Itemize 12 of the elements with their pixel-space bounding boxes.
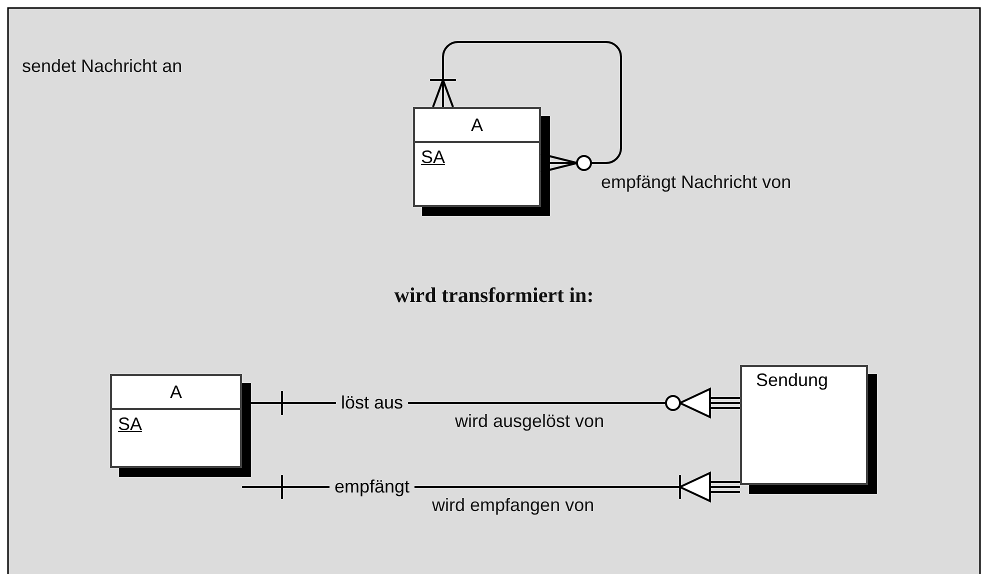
entity-name: Sendung [755,369,830,392]
role-label: sendet Nachricht an [22,56,182,77]
entity-name: A [112,376,240,410]
role-label: wird ausgelöst von [455,411,604,432]
role-label: empfängt Nachricht von [601,172,792,193]
heading: wird transformiert in: [394,283,594,308]
key-attribute: SA [420,146,446,168]
key-attribute: SA [117,413,142,435]
edge-label: empfängt [329,476,415,498]
entity-name: A [415,109,539,143]
role-label: wird empfangen von [432,495,594,516]
relationship-line [429,41,622,173]
